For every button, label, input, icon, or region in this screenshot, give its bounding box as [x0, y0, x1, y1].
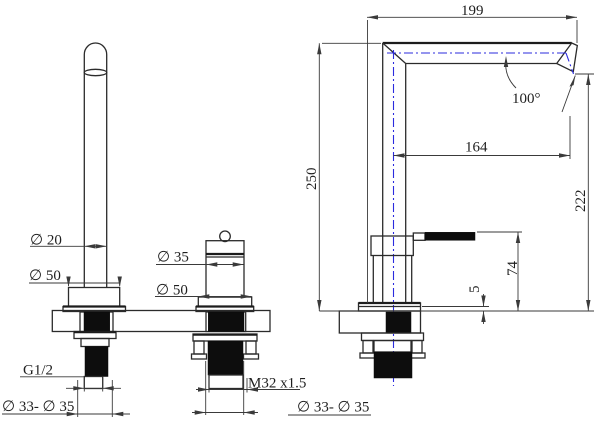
- dim-handle-base: ∅ 50: [156, 283, 188, 299]
- side-stud-left: [362, 339, 374, 354]
- side-stud-left-foot: [359, 352, 377, 359]
- side-stud-right: [411, 339, 423, 354]
- lever-link: [412, 232, 426, 241]
- handle-stud-right-foot: [242, 353, 260, 360]
- handle-stud-left: [193, 340, 205, 355]
- side-shank-thread-upper: [385, 311, 412, 333]
- spout-pipe-joint-ellipse: [83, 68, 108, 77]
- spout-inlet-tail: [83, 375, 104, 390]
- dim-spout-reach: 164: [465, 140, 488, 156]
- spout-washer: [80, 337, 110, 348]
- dim-spout-hole: ∅ 33- ∅ 35: [2, 399, 74, 415]
- dim-handle-hole: ∅ 33- ∅ 35: [297, 400, 369, 416]
- dim-base-gap: 5: [467, 286, 483, 294]
- handle-threaded-shank: [207, 340, 244, 376]
- deck-plate-front: [51, 309, 271, 333]
- handle-stud-right: [245, 340, 257, 355]
- side-threaded-shank: [373, 351, 413, 379]
- handle-top-knob: [219, 230, 231, 243]
- dim-handle-height: 74: [505, 261, 521, 277]
- front-view-dimensions: ∅ 20 ∅ 50 ∅ 35 ∅ 50 G1/2 ∅ 33- ∅ 35: [2, 233, 371, 417]
- dim-spout-diameter: ∅ 20: [30, 233, 62, 249]
- dim-overall-height: 250: [304, 168, 320, 191]
- dim-handle-diameter: ∅ 35: [157, 250, 189, 266]
- spout-escutcheon: [67, 286, 121, 308]
- handle-inlet-tail: [208, 374, 244, 390]
- handle-collar: [370, 235, 414, 257]
- handle-shank-thread: [208, 311, 245, 332]
- handle-stud-left-foot: [190, 353, 208, 360]
- handle-body: [205, 240, 245, 298]
- spout-pipe-outline: [83, 42, 108, 288]
- lever-handle-bar: [424, 232, 476, 241]
- dim-spout-base: ∅ 50: [29, 268, 61, 284]
- dim-outlet-height: 222: [573, 190, 589, 213]
- dim-overall-width: 199: [461, 3, 484, 19]
- tip-centerline: [565, 52, 575, 75]
- side-view: [338, 41, 579, 386]
- dim-spout-angle: 100°: [512, 91, 541, 107]
- spout-shank-thread: [83, 311, 110, 332]
- spout-threaded-shank: [84, 346, 109, 377]
- dim-spout-thread: G1/2: [23, 363, 53, 379]
- side-mount-bracket: [360, 332, 425, 342]
- front-view: [51, 42, 271, 390]
- dim-handle-thread: M32 x1.5: [248, 376, 306, 392]
- side-view-dimensions: 199 250 222 164 100° 74: [304, 3, 594, 324]
- side-nut: [373, 339, 412, 353]
- handle-escutcheon: [197, 296, 253, 308]
